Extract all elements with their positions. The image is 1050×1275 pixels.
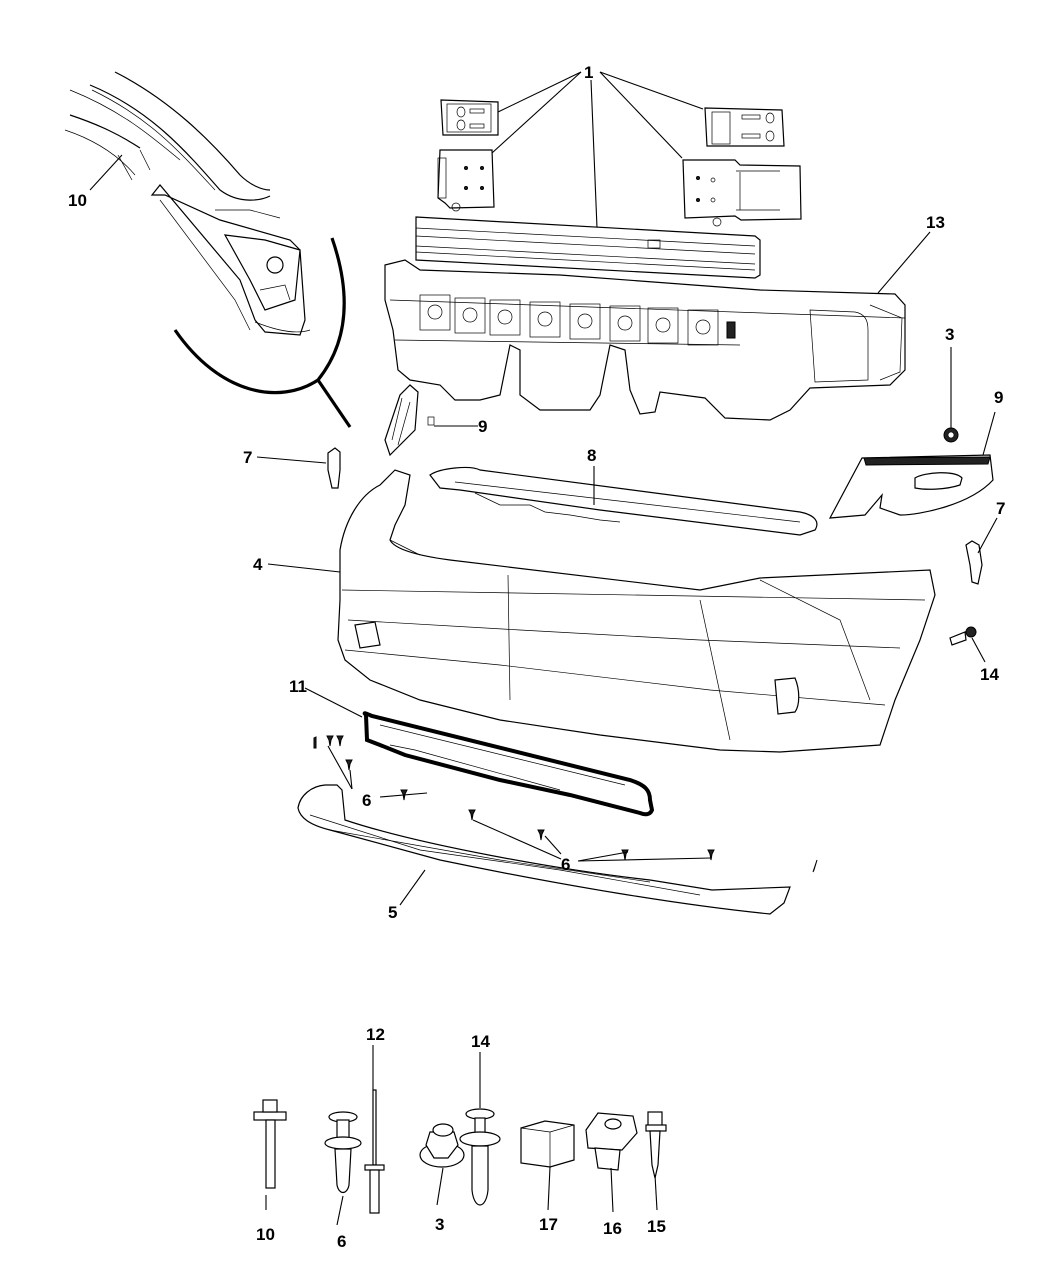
fastener-label-16: 16 (603, 1219, 622, 1238)
pin-markers (326, 735, 334, 747)
fastener-push-pin-6: 6 (324, 1111, 362, 1251)
push-pins-6: 6 6 (313, 735, 818, 874)
callout-7-left: 7 (243, 448, 252, 467)
reinforcement-beam (415, 216, 761, 279)
bumper-fascia: 4 (253, 469, 936, 753)
callout-1: 1 (584, 63, 593, 82)
fastener-push-pin-14: 14 (459, 1032, 501, 1206)
callout-7-right: 7 (996, 499, 1005, 518)
upper-support: 8 (429, 446, 818, 536)
callout-6-left: 6 (362, 791, 371, 810)
callout-5: 5 (388, 903, 397, 922)
fastener-label-6: 6 (337, 1232, 346, 1251)
fender-detail: 10 (64, 71, 352, 428)
callout-13: 13 (926, 213, 945, 232)
callout-9-left: 9 (478, 417, 487, 436)
fastener-screw: 15 (645, 1111, 667, 1236)
fastener-label-15: 15 (647, 1217, 666, 1236)
callout-8: 8 (587, 446, 596, 465)
bracket-right: 9 (828, 388, 1003, 519)
callout-11: 11 (289, 677, 307, 696)
fastener-label-14: 14 (471, 1032, 490, 1051)
callout-4: 4 (253, 555, 263, 574)
callout-10: 10 (68, 191, 87, 210)
fastener-rivet: 12 (364, 1025, 385, 1214)
nut-right: 3 (943, 325, 959, 443)
grille-bezel: 11 (289, 677, 655, 817)
fastener-foam-block: 17 (520, 1120, 575, 1234)
fastener-label-3: 3 (435, 1215, 444, 1234)
bumper-brackets: 1 (437, 63, 802, 229)
callout-3: 3 (945, 325, 954, 344)
push-pin-right: 14 (949, 626, 999, 684)
fastener-u-nut: 16 (585, 1112, 638, 1238)
energy-absorber: 13 (384, 213, 945, 421)
callout-9-right: 9 (994, 388, 1003, 407)
callout-14: 14 (980, 665, 999, 684)
absorber-cells (419, 294, 736, 346)
fastener-label-17: 17 (539, 1215, 558, 1234)
clip-left: 7 (243, 447, 341, 489)
bracket-left: 9 (384, 384, 487, 457)
air-dam: 5 (297, 784, 791, 922)
fastener-label-12: 12 (366, 1025, 385, 1044)
callout-6-right: 6 (561, 855, 570, 874)
fastener-label-10: 10 (256, 1225, 275, 1244)
fastener-flange-nut: 3 (419, 1123, 465, 1234)
fastener-bolt: 10 (253, 1099, 287, 1244)
fastener-legend: 10 6 12 3 (253, 1025, 667, 1251)
clip-right: 7 (965, 499, 1005, 585)
